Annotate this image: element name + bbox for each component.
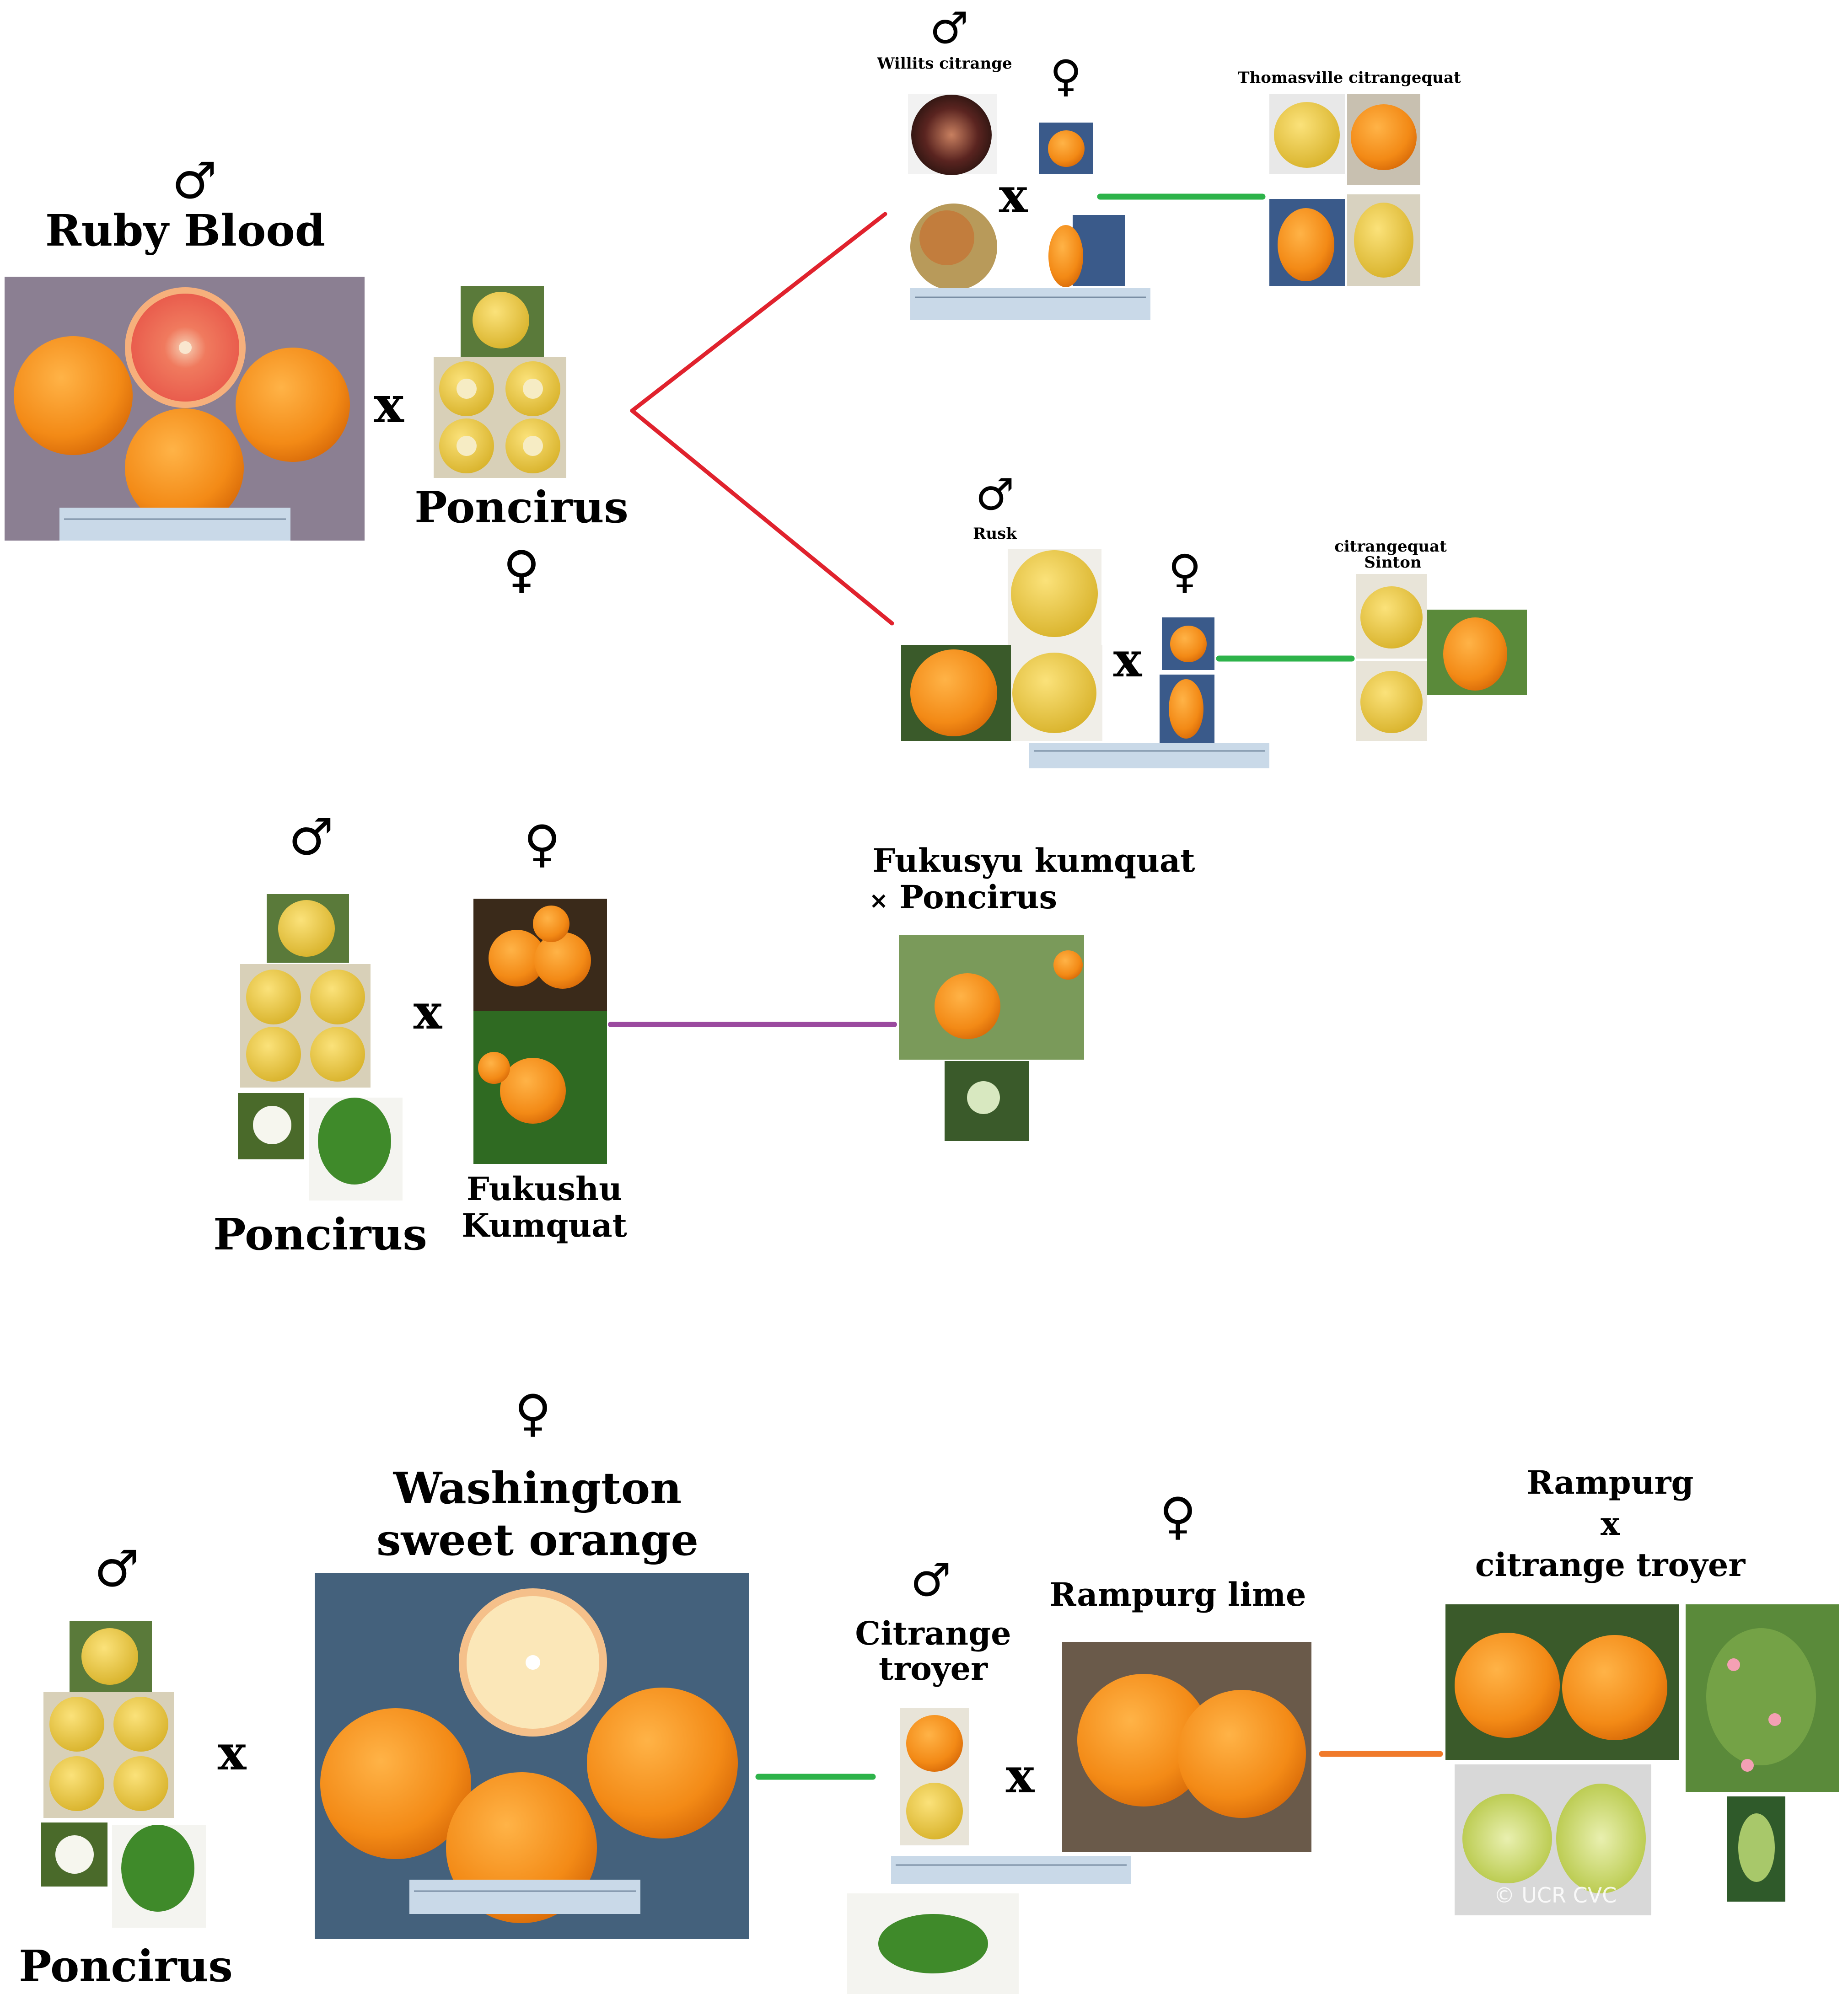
label-poncirus: Poncirus (899, 878, 1058, 916)
label-washington: Washington (393, 1463, 682, 1514)
male-symbol: ♂ (94, 1539, 140, 1598)
male-symbol: ♂ (910, 1553, 951, 1607)
female-symbol: ♀ (1050, 51, 1082, 102)
label-poncirus: Poncirus (414, 482, 629, 533)
cross-symbol: x (1005, 1747, 1035, 1804)
cross-symbol: x (1113, 631, 1142, 688)
kumquat-photo-2 (1160, 617, 1214, 743)
label-citrange: Citrange (855, 1614, 1011, 1652)
ruler-1 (910, 288, 1150, 320)
ruby-blood-photo (5, 277, 365, 541)
label-rusk: Rusk (973, 525, 1017, 543)
label-thomasville-citrangequat: Thomasville citrangequat (1238, 69, 1461, 87)
cross-symbol: x (374, 375, 404, 434)
male-symbol: ♂ (975, 470, 1015, 520)
label-x: x (1601, 1505, 1620, 1543)
label-willits-citrange: Willits citrange (877, 54, 1012, 73)
fukusyu-poncirus-photo (899, 935, 1084, 1141)
citrange-troyer-photo (847, 1708, 1131, 1994)
rampurg-troyer-photo (1445, 1604, 1839, 1915)
cross-symbol: × (869, 887, 888, 914)
label-kumquat: Kumquat (462, 1206, 627, 1244)
ruler-2 (1029, 743, 1269, 768)
rusk-photo (901, 549, 1102, 741)
cross-symbol: x (413, 983, 442, 1040)
label-rampurg: Rampurg (1526, 1463, 1694, 1501)
label-fukusyu-kumquat: Fukusyu kumquat (872, 842, 1195, 879)
label-fukushu: Fukushu (467, 1170, 622, 1208)
poncirus-photo-3 (41, 1621, 206, 1928)
female-symbol: ♀ (514, 1384, 552, 1442)
thomasville-photo (1269, 94, 1420, 286)
watermark-ucr-cvc: © UCR CVC (1493, 1883, 1617, 1908)
male-symbol: ♂ (929, 3, 969, 54)
male-symbol: ♂ (288, 808, 334, 866)
red-branch-lines (630, 212, 894, 626)
label-rampurg-lime: Rampurg lime (1049, 1576, 1306, 1613)
label-poncirus: Poncirus (19, 1941, 233, 1992)
cross-symbol: x (217, 1724, 247, 1781)
sinton-photo (1356, 574, 1527, 741)
label-ruby-blood: Ruby Blood (45, 205, 326, 256)
female-symbol: ♀ (1168, 545, 1202, 598)
washington-navel-photo (315, 1573, 749, 1939)
male-symbol: ♂ (172, 151, 217, 210)
label-citrange-troyer: citrange troyer (1475, 1546, 1746, 1584)
fukushu-kumquat-photo (473, 899, 607, 1164)
female-symbol: ♀ (523, 815, 561, 873)
label-citrangequat: citrangequat (1334, 537, 1447, 556)
label-poncirus: Poncirus (213, 1209, 427, 1260)
poncirus-photo-1 (434, 286, 566, 478)
poncirus-photo-2 (238, 894, 403, 1201)
cross-symbol: x (999, 167, 1028, 224)
label-sweet-orange: sweet orange (376, 1515, 698, 1565)
label-troyer: troyer (879, 1650, 988, 1688)
willits-citrange-photo (908, 94, 997, 290)
kumquat-photo-1 (1039, 123, 1125, 287)
rampurg-lime-photo (1062, 1642, 1311, 1852)
female-symbol: ♀ (503, 540, 540, 599)
label-sinton: Sinton (1364, 553, 1422, 572)
female-symbol: ♀ (1159, 1487, 1197, 1545)
label-x-poncirus: × Poncirus (869, 880, 1089, 914)
